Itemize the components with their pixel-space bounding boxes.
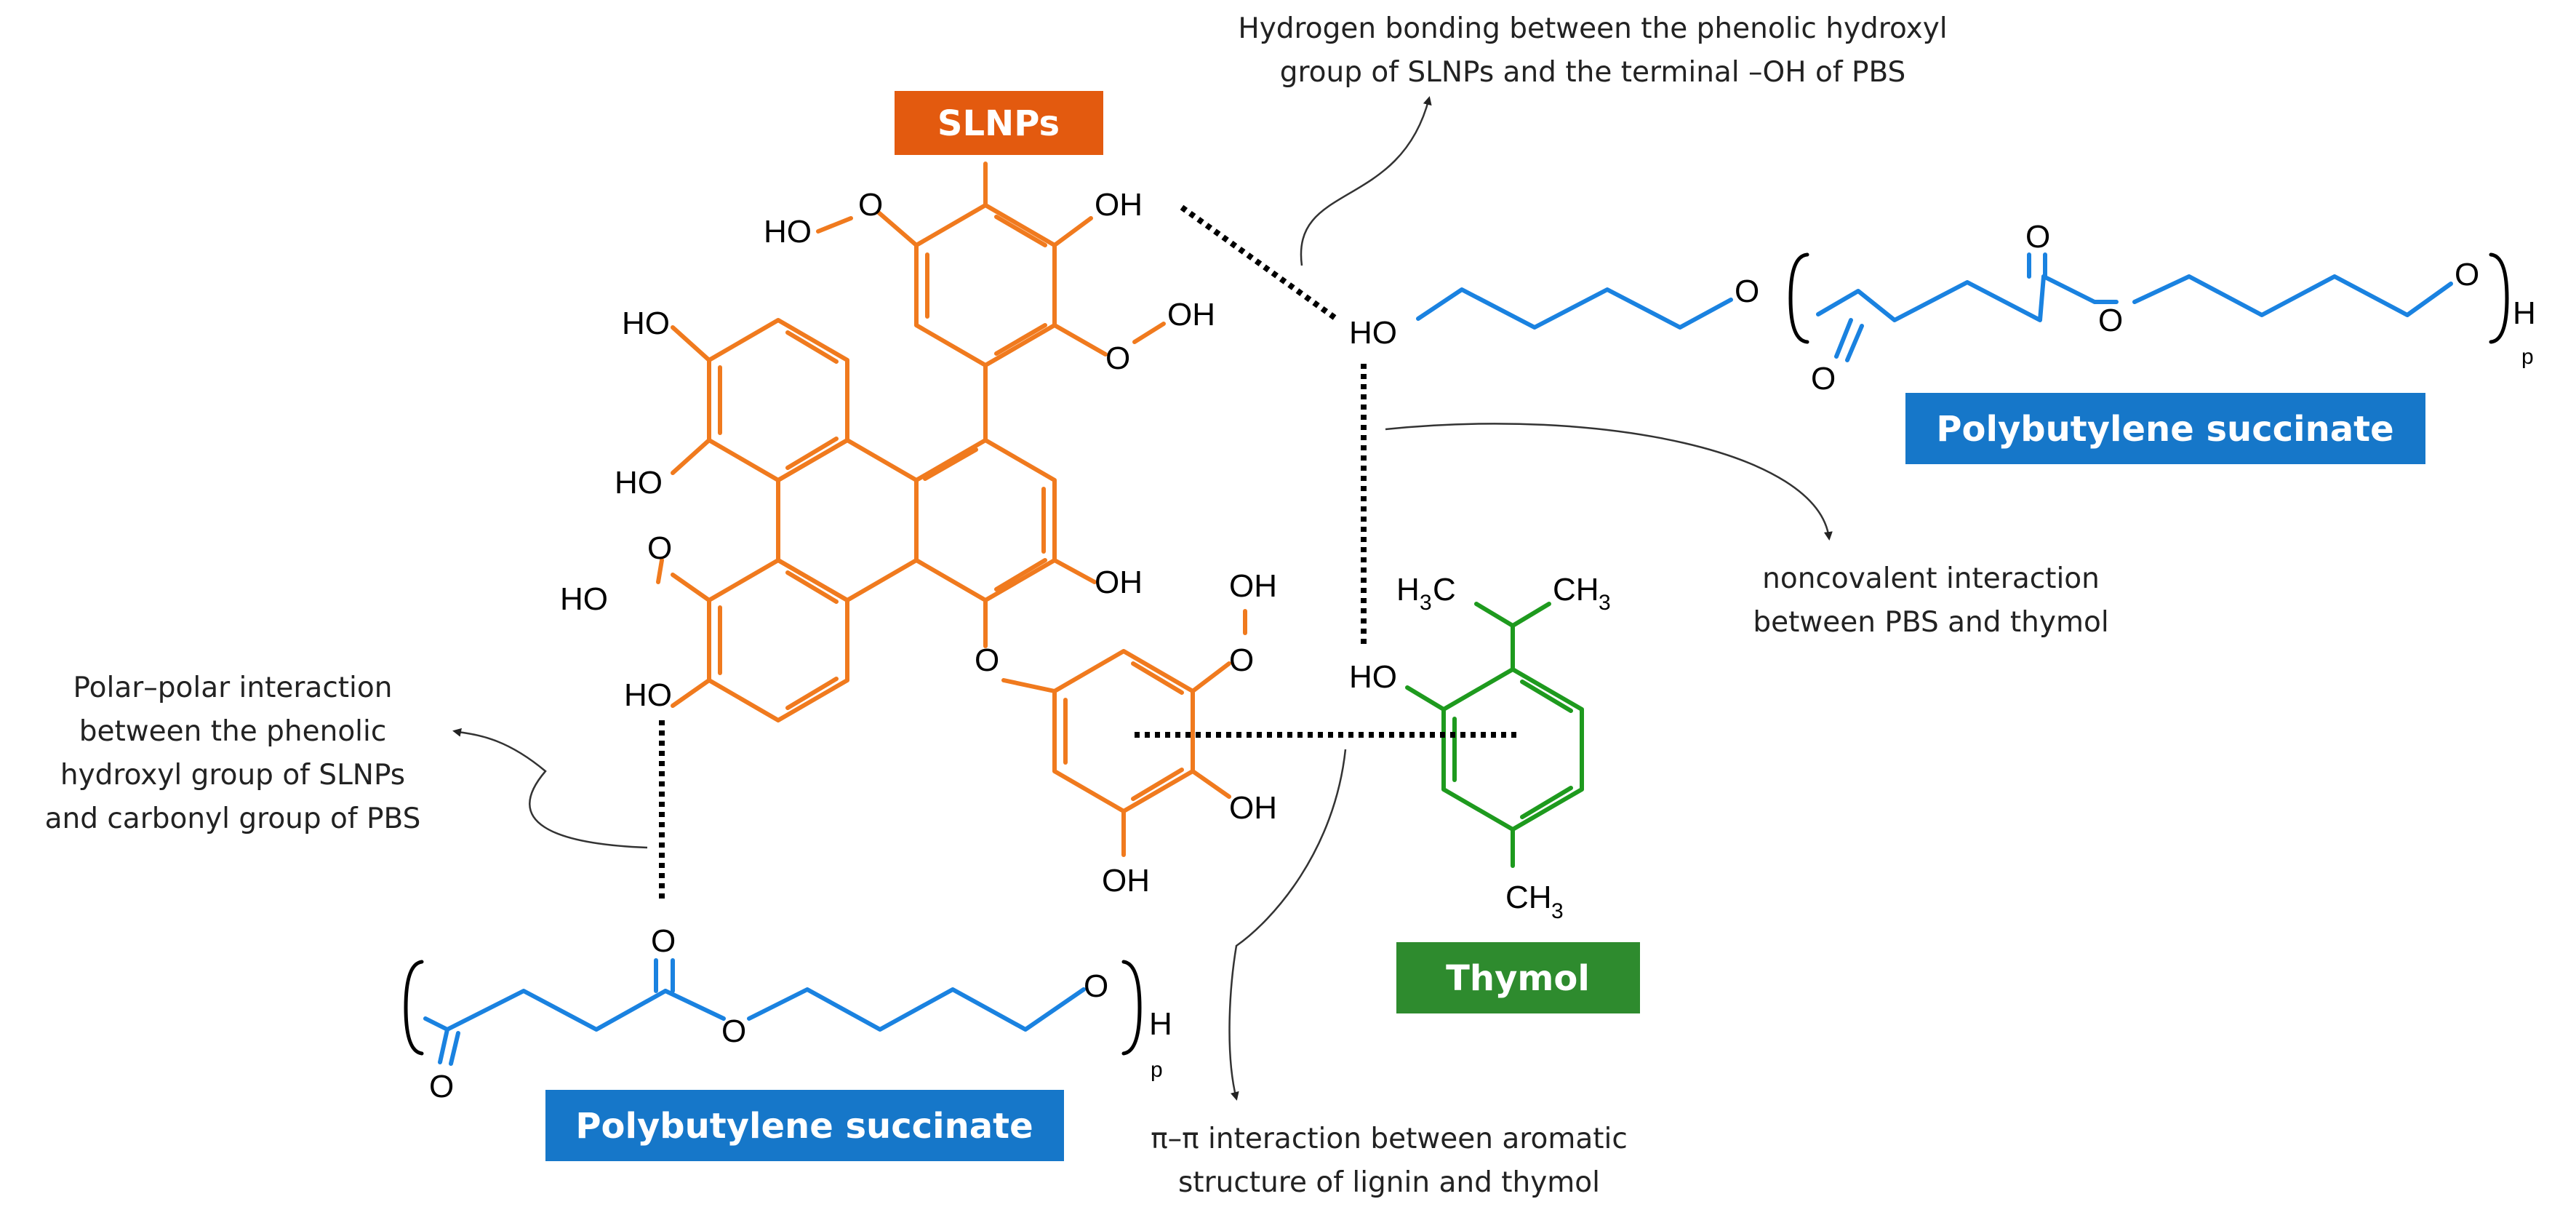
svg-text:CH: CH (1505, 880, 1552, 915)
interaction-lines (659, 204, 1516, 899)
svg-text:O: O (1084, 968, 1108, 1004)
svg-text:O: O (2025, 219, 2050, 255)
svg-text:O: O (1229, 642, 1254, 678)
svg-text:H: H (2513, 295, 2536, 331)
hydrogen-bonding-annotation: Hydrogen bonding between the phenolic hy… (1238, 12, 1947, 89)
svg-text:HO: HO (1349, 659, 1397, 695)
svg-text:Polar–polar interaction: Polar–polar interaction (73, 672, 393, 704)
slnps-molecule (656, 162, 1247, 857)
svg-text:3: 3 (1551, 899, 1564, 923)
thymol-molecule (1405, 602, 1584, 868)
svg-text:CH: CH (1553, 572, 1599, 607)
pbs-bottom-label: Polybutylene succinate (545, 1090, 1064, 1161)
svg-text:HO: HO (1349, 315, 1397, 351)
svg-text:p: p (2521, 345, 2534, 369)
svg-text:O: O (975, 642, 999, 678)
svg-text:Polybutylene succinate: Polybutylene succinate (1936, 409, 2393, 450)
svg-text:OH: OH (1095, 565, 1143, 600)
svg-text:O: O (1811, 361, 1836, 397)
svg-text:HO: HO (624, 677, 672, 713)
svg-text:between the phenolic: between the phenolic (79, 715, 387, 748)
svg-text:p: p (1151, 1058, 1163, 1082)
svg-text:HO: HO (615, 465, 663, 501)
svg-text:H: H (1149, 1006, 1172, 1042)
pbs-top-atom-labels: HO O O O O O H p (1349, 219, 2536, 397)
svg-text:3: 3 (1599, 591, 1611, 615)
slnps-label: SLNPs (895, 91, 1103, 155)
svg-text:O: O (721, 1013, 746, 1049)
pbs-bottom-chain (404, 958, 1142, 1066)
svg-text:π–π interaction between aromat: π–π interaction between aromatic (1151, 1123, 1628, 1155)
svg-text:HO: HO (560, 581, 608, 617)
pbs-bottom-atom-labels: O O O O H p (429, 923, 1172, 1104)
pbs-top-label: Polybutylene succinate (1905, 393, 2425, 464)
svg-text:OH: OH (1095, 187, 1143, 223)
noncovalent-annotation: noncovalent interaction between PBS and … (1753, 562, 2108, 639)
svg-text:OH: OH (1102, 863, 1150, 899)
svg-text:O: O (2098, 303, 2123, 338)
svg-text:HO: HO (622, 306, 670, 341)
svg-text:O: O (858, 187, 883, 223)
thymol-atom-labels: H 3 C CH 3 HO CH 3 (1349, 572, 1611, 923)
svg-text:hydroxyl group of SLNPs: hydroxyl group of SLNPs (60, 759, 405, 792)
svg-text:O: O (1105, 340, 1130, 376)
pbs-top-chain (1416, 252, 2509, 362)
svg-text:group of SLNPs and the termina: group of SLNPs and the terminal –OH of P… (1280, 56, 1906, 89)
pi-pi-annotation: π–π interaction between aromatic structu… (1151, 1123, 1628, 1199)
polar-polar-annotation: Polar–polar interaction between the phen… (45, 672, 421, 835)
svg-text:O: O (651, 923, 676, 959)
pbs-bottom-label-background (545, 1090, 1064, 1161)
svg-text:Thymol: Thymol (1446, 958, 1590, 999)
svg-text:O: O (2455, 257, 2479, 292)
thymol-label: Thymol (1396, 942, 1640, 1013)
annotation-arrows (452, 96, 1833, 1101)
pbs-top-label-background (1905, 393, 2425, 464)
svg-text:SLNPs: SLNPs (937, 103, 1060, 144)
svg-text:HO: HO (764, 214, 812, 250)
svg-text:O: O (429, 1069, 454, 1104)
svg-text:Hydrogen bonding between the p: Hydrogen bonding between the phenolic hy… (1238, 12, 1947, 45)
svg-text:OH: OH (1167, 297, 1215, 332)
svg-text:O: O (647, 530, 672, 566)
svg-text:O: O (1735, 274, 1759, 309)
svg-text:3: 3 (1420, 591, 1432, 615)
svg-text:Polybutylene succinate: Polybutylene succinate (575, 1106, 1033, 1147)
thymol-label-background (1396, 942, 1640, 1013)
slnps-label-background (895, 91, 1103, 155)
svg-text:and carbonyl group of PBS: and carbonyl group of PBS (45, 802, 421, 835)
svg-text:H: H (1396, 572, 1420, 607)
svg-text:noncovalent interaction: noncovalent interaction (1762, 562, 2100, 595)
svg-text:C: C (1433, 572, 1456, 607)
svg-text:OH: OH (1229, 568, 1277, 604)
svg-text:structure of lignin and thymol: structure of lignin and thymol (1178, 1166, 1600, 1199)
slnps-atom-labels: HO O OH O OH HO HO O HO HO OH O OH O OH … (560, 187, 1277, 899)
svg-text:OH: OH (1229, 790, 1277, 826)
svg-text:between PBS and thymol: between PBS and thymol (1753, 606, 2108, 639)
